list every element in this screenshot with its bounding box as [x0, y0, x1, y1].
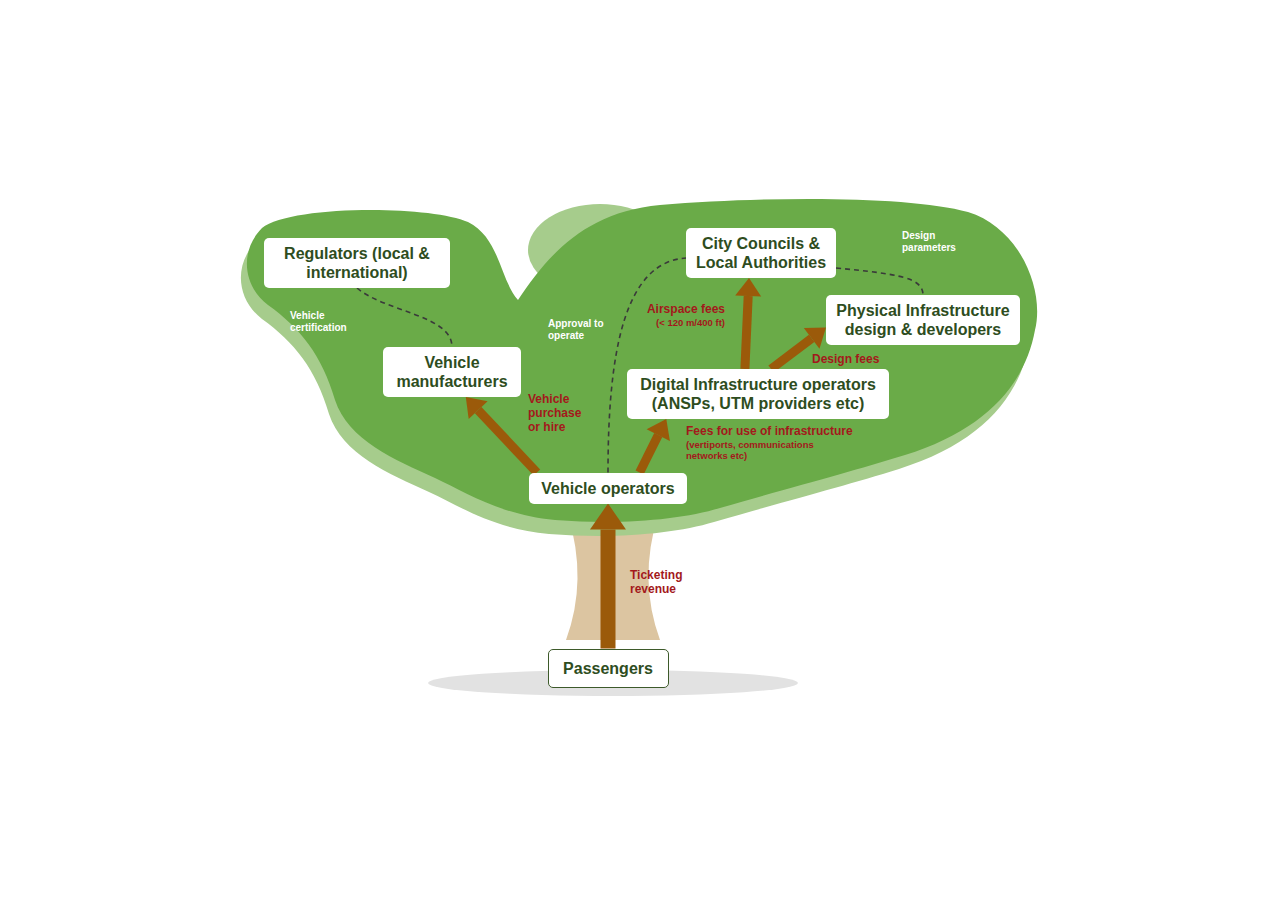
flow-arrow: [466, 397, 537, 473]
infrastructure-box: Physical Infrastructure design & develop…: [826, 295, 1020, 345]
edge-label: Vehicle certification: [290, 310, 356, 334]
edge-label: Fees for use of infrastructure: [686, 424, 886, 438]
node-text: Vehicle manufacturers: [391, 353, 513, 391]
tree-canopy: [247, 199, 1037, 522]
edge-label: Airspace fees: [640, 302, 725, 316]
node-text: City Councils & Local Authorities: [694, 234, 828, 272]
arrow-head: [466, 397, 488, 419]
node-text: Vehicle operators: [537, 479, 679, 498]
flow-arrow: [590, 504, 626, 649]
edge-label: Design fees: [812, 352, 892, 366]
node-text: Passengers: [557, 659, 660, 678]
arrow-head: [647, 419, 670, 441]
authority-box: City Councils & Local Authorities: [686, 228, 836, 278]
manufacturer-box: Vehicle manufacturers: [383, 347, 521, 397]
connector-line: [836, 268, 923, 295]
operator-box: Vehicle operators: [529, 473, 687, 504]
connector-line: [357, 288, 452, 347]
passenger-box: Passengers: [548, 649, 669, 688]
edge-label: Ticketing revenue: [630, 568, 702, 596]
flow-arrow: [640, 419, 670, 473]
edge-label: Approval to operate: [548, 318, 612, 342]
regulator-box: Regulators (local & international): [264, 238, 450, 288]
dashed-link: [357, 288, 452, 347]
node-text: Digital Infrastructure operators (ANSPs,…: [635, 375, 881, 413]
connector-line: [745, 296, 748, 369]
connector-line: [601, 530, 616, 649]
arrow-head: [590, 504, 626, 530]
edge-label: Design parameters: [902, 230, 966, 254]
node-text: Regulators (local & international): [272, 244, 442, 282]
digital-box: Digital Infrastructure operators (ANSPs,…: [627, 369, 889, 419]
flow-arrow: [735, 278, 761, 369]
connector-line: [608, 258, 686, 473]
edge-label: Vehicle purchase or hire: [528, 392, 590, 434]
arrow-head: [804, 328, 826, 349]
dashed-link: [836, 268, 923, 295]
dashed-link: [608, 258, 686, 473]
note-label: (< 120 m/400 ft): [640, 317, 725, 328]
connector-line: [640, 435, 659, 472]
connector-line: [771, 338, 812, 369]
note-label: (vertiports, communications networks etc…: [686, 439, 851, 461]
node-text: Physical Infrastructure design & develop…: [834, 301, 1012, 339]
arrow-head: [735, 278, 761, 297]
